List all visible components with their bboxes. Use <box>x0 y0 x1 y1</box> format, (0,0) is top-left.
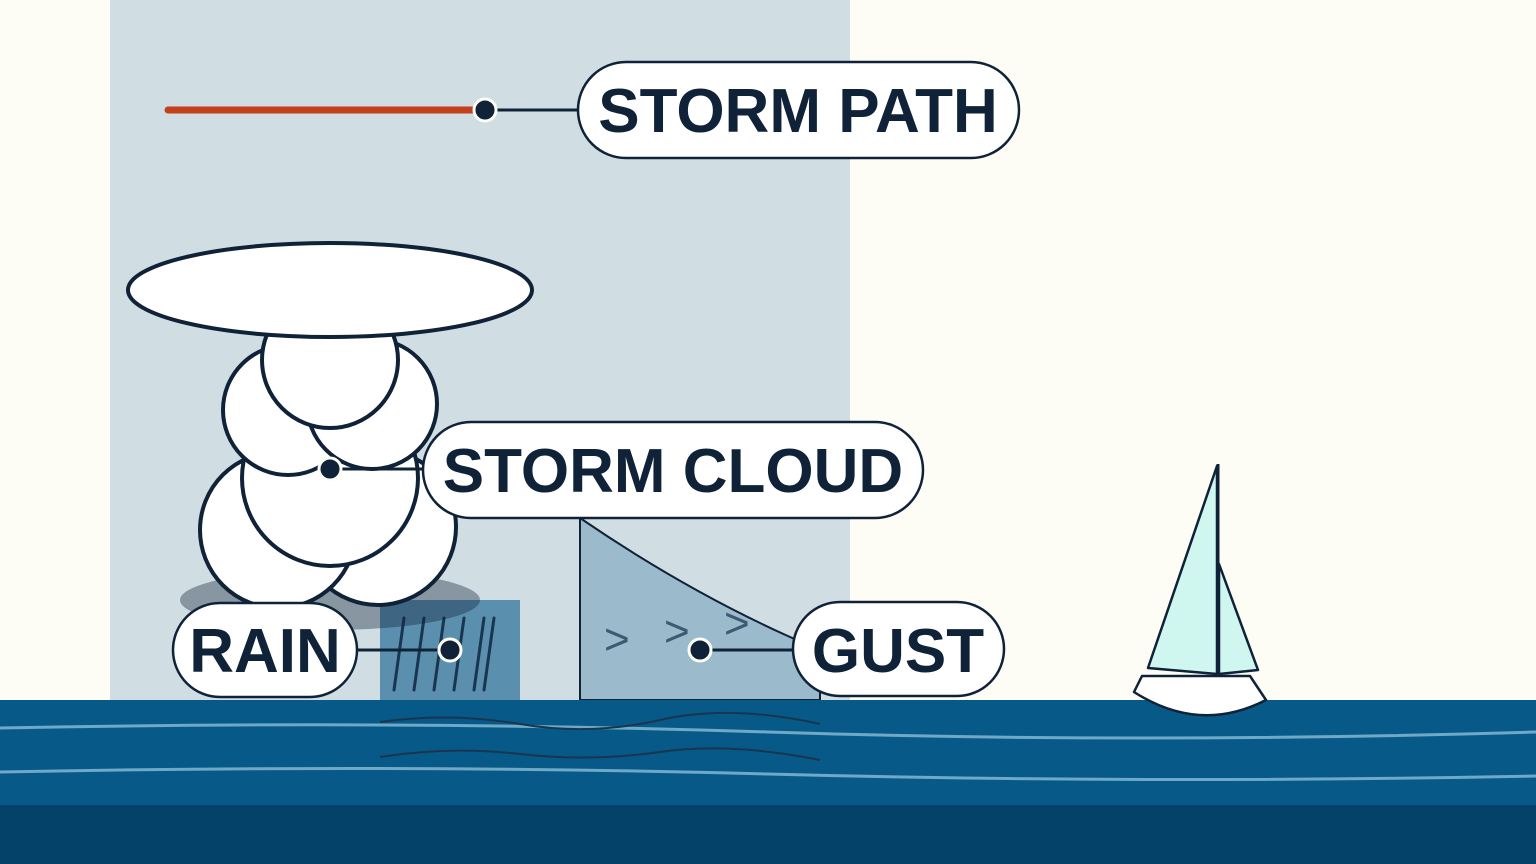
gust-glyph: > <box>604 615 630 664</box>
wave-line <box>379 711 821 731</box>
gust-callout: GUST <box>791 600 1006 698</box>
wave-line <box>0 723 1536 740</box>
sailboat-icon <box>1132 464 1268 717</box>
storm-cloud-callout: STORM CLOUD <box>421 420 925 520</box>
rain-callout: RAIN <box>171 601 359 699</box>
gust-marker <box>687 637 713 663</box>
storm-cloud-marker <box>317 456 343 482</box>
rain-label: RAIN <box>189 617 341 686</box>
gust-glyph: > <box>664 607 690 656</box>
storm-path-label: STORM PATH <box>598 77 998 146</box>
wave-line <box>379 747 821 761</box>
sea-deep <box>0 805 1536 864</box>
rain-box <box>380 600 520 700</box>
rain-marker <box>437 637 463 663</box>
storm-cloud-label: STORM CLOUD <box>443 437 903 506</box>
gust-glyph: > <box>724 599 750 648</box>
storm-cloud-icon <box>126 241 534 610</box>
gust-label: GUST <box>812 617 984 686</box>
wave-line <box>0 766 1536 782</box>
storm-path-callout: STORM PATH <box>576 60 1021 160</box>
storm-path-marker <box>472 97 498 123</box>
